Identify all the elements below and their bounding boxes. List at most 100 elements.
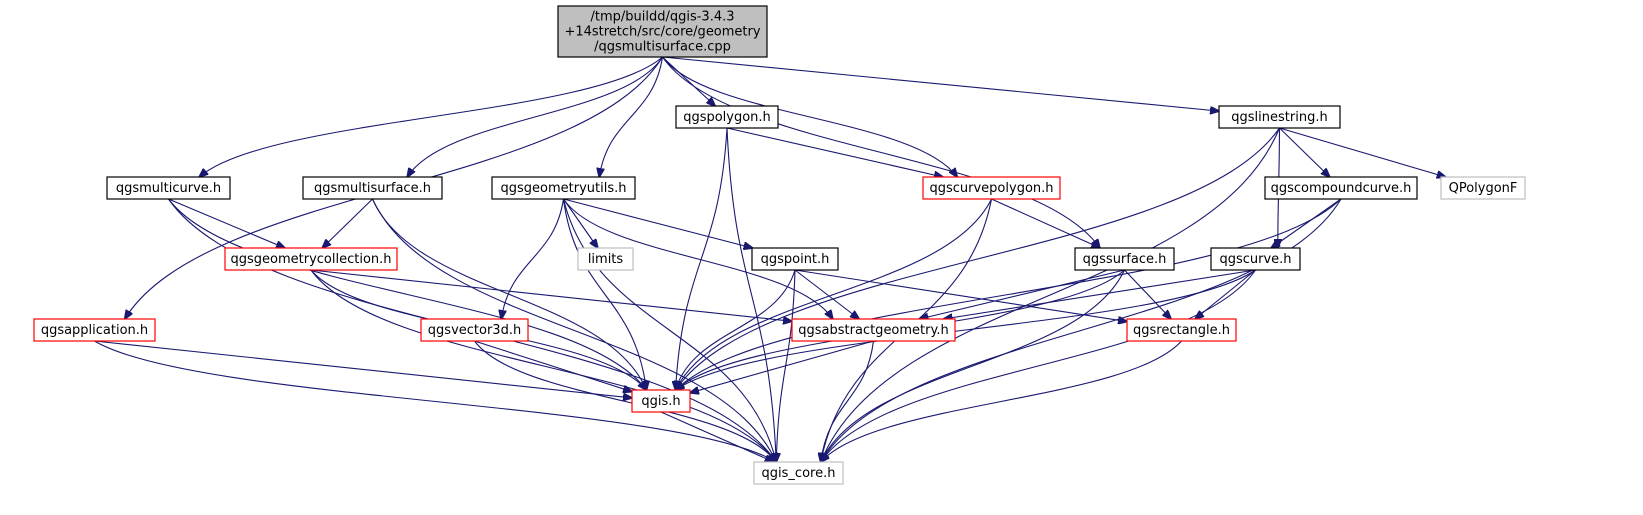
node-label-qgsgeometrycollection: qgsgeometrycollection.h (230, 252, 391, 267)
node-label-qgsrectangle: qgsrectangle.h (1133, 323, 1230, 338)
node-box-qgspolygon (675, 105, 779, 129)
edge-qgsmulticurve-to-qgis (168, 198, 647, 390)
node-label-root: /qgsmultisurface.cpp (594, 39, 731, 54)
node-qgscurve[interactable]: qgscurve.h (1210, 247, 1301, 271)
edge-qgsgeometryutils-to-qgsabstractgeometry (563, 198, 833, 319)
node-label-qgscurve: qgscurve.h (1219, 252, 1291, 267)
edge-root-to-qgssurface (662, 56, 1100, 248)
node-label-qgssurface: qgssurface.h (1083, 252, 1167, 267)
edge-qgspoint-to-qgsabstractgeometry (794, 269, 859, 319)
node-label-QPolygonF: QPolygonF (1449, 181, 1518, 196)
node-box-qgsgeometrycollection (224, 247, 398, 271)
node-qgssurface[interactable]: qgssurface.h (1074, 247, 1175, 271)
edge-qgslinestring-to-qgis_core (821, 127, 1281, 462)
node-box-root (557, 5, 768, 58)
node-box-limits (577, 247, 634, 271)
node-box-qgsgeometryutils (491, 176, 636, 200)
edge-qgsabstractgeometry-to-qgis_core (821, 340, 875, 462)
edge-qgscurvepolygon-to-qgis (676, 198, 992, 390)
edge-qgsgeometrycollection-to-qgsabstractgeometry (310, 269, 792, 321)
edge-qgssurface-to-qgsabstractgeometry (920, 269, 1125, 319)
node-label-qgspolygon: qgspolygon.h (683, 110, 771, 125)
node-root[interactable]: /tmp/buildd/qgis-3.4.3+14stretch/src/cor… (557, 5, 768, 58)
edge-qgscompoundcurve-to-qgscurve (1271, 198, 1342, 248)
node-box-qgsmulticurve (106, 176, 231, 200)
edge-qgscurve-to-qgsabstractgeometry (944, 269, 1256, 319)
edge-root-to-qgsgeometryutils (599, 56, 664, 177)
node-label-qgsgeometryutils: qgsgeometryutils.h (501, 181, 627, 196)
edge-qgssurface-to-qgsrectangle (1124, 269, 1172, 319)
edge-qgsmulticurve-to-qgsgeometrycollection (168, 198, 285, 248)
node-qgsgeometrycollection[interactable]: qgsgeometrycollection.h (224, 247, 398, 271)
node-qgscompoundcurve[interactable]: qgscompoundcurve.h (1264, 176, 1418, 200)
node-label-qgsvector3d: qgsvector3d.h (428, 323, 521, 338)
node-qgsabstractgeometry[interactable]: qgsabstractgeometry.h (791, 318, 956, 342)
node-box-qgis_core (753, 461, 844, 485)
node-label-root: +14stretch/src/core/geometry (564, 24, 760, 39)
edge-qgscurve-to-qgis (676, 269, 1256, 390)
edge-qgsgeometryutils-to-qgspoint (563, 198, 753, 248)
edge-qgsmultisurface-to-qgis (371, 198, 647, 390)
node-qgis[interactable]: qgis.h (631, 389, 691, 413)
node-box-qgssurface (1074, 247, 1175, 271)
node-qgsmulticurve[interactable]: qgsmulticurve.h (106, 176, 231, 200)
node-qgsvector3d[interactable]: qgsvector3d.h (420, 318, 529, 342)
edge-qgspoint-to-qgis (676, 269, 796, 390)
node-qgsgeometryutils[interactable]: qgsgeometryutils.h (491, 176, 636, 200)
node-box-qgsmultisurface (302, 176, 443, 200)
node-label-qgscurvepolygon: qgscurvepolygon.h (929, 181, 1053, 196)
node-box-qgscurve (1210, 247, 1301, 271)
edge-qgssurface-to-qgis_core (821, 269, 1125, 462)
node-qgsrectangle[interactable]: qgsrectangle.h (1126, 318, 1237, 342)
edge-qgspolygon-to-qgis (676, 127, 728, 390)
node-label-limits: limits (588, 252, 624, 267)
edge-qgsvector3d-to-qgis_core (474, 340, 777, 462)
node-label-qgslinestring: qgslinestring.h (1231, 110, 1327, 125)
node-box-qgspoint (751, 247, 839, 271)
edge-qgscompoundcurve-to-qgis (676, 198, 1342, 390)
node-limits[interactable]: limits (577, 247, 634, 271)
edge-qgsmultisurface-to-qgsgeometrycollection (322, 198, 373, 248)
edge-qgsgeometrycollection-to-qgis_core (310, 269, 776, 462)
node-qgspoint[interactable]: qgspoint.h (751, 247, 839, 271)
edge-qgsapplication-to-qgis_core (94, 340, 777, 462)
node-qgis_core[interactable]: qgis_core.h (753, 461, 844, 485)
node-box-qgsrectangle (1126, 318, 1237, 342)
edge-root-to-qgspolygon (662, 56, 716, 106)
edge-qgsgeometryutils-to-qgis_core (562, 198, 777, 462)
edge-root-to-qgsmultisurface (407, 56, 663, 177)
node-qgspolygon[interactable]: qgspolygon.h (675, 105, 779, 129)
edge-qgsgeometryutils-to-qgsvector3d (501, 198, 565, 319)
edge-qgspolygon-to-qgscurvepolygon (726, 127, 943, 177)
node-box-qgsvector3d (420, 318, 529, 342)
node-label-qgsmulticurve: qgsmulticurve.h (116, 181, 221, 196)
node-label-root: /tmp/buildd/qgis-3.4.3 (590, 9, 734, 24)
edge-root-to-qgslinestring (662, 56, 1220, 111)
node-label-qgscompoundcurve: qgscompoundcurve.h (1271, 181, 1412, 196)
node-label-qgsapplication: qgsapplication.h (41, 323, 148, 338)
node-QPolygonF[interactable]: QPolygonF (1440, 176, 1526, 200)
node-qgsmultisurface[interactable]: qgsmultisurface.h (302, 176, 443, 200)
edge-qgsrectangle-to-qgis_core (821, 340, 1182, 462)
node-qgscurvepolygon[interactable]: qgscurvepolygon.h (922, 176, 1061, 200)
edge-qgslinestring-to-qgscompoundcurve (1279, 127, 1330, 177)
node-box-qgsabstractgeometry (791, 318, 956, 342)
node-qgslinestring[interactable]: qgslinestring.h (1218, 105, 1341, 129)
edge-root-to-qgsmulticurve (199, 56, 663, 177)
edge-qgsmultisurface-to-qgis_core (372, 198, 777, 462)
edge-root-to-qgscurvepolygon (662, 56, 958, 177)
edge-qgscurvepolygon-to-qgssurface (991, 198, 1101, 248)
edge-qgslinestring-to-QPolygonF (1279, 127, 1446, 177)
node-box-qgsapplication (33, 318, 156, 342)
node-qgsapplication[interactable]: qgsapplication.h (33, 318, 156, 342)
edge-qgis-to-qgis_core (660, 411, 774, 462)
edge-qgspoint-to-qgsrectangle (794, 269, 1127, 322)
node-box-QPolygonF (1440, 176, 1526, 200)
node-label-qgsmultisurface: qgsmultisurface.h (314, 181, 431, 196)
edge-qgslinestring-to-qgis (676, 127, 1280, 390)
edge-qgsabstractgeometry-to-qgis (690, 340, 874, 393)
node-box-qgis (631, 389, 691, 413)
edge-qgsapplication-to-qgis (94, 340, 633, 398)
edge-qgsvector3d-to-qgis (474, 340, 633, 392)
